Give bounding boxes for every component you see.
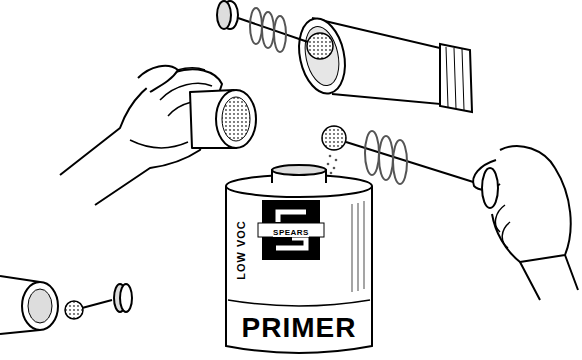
hand-fingers — [495, 205, 510, 248]
swirl — [393, 140, 407, 184]
product-name: PRIMER — [242, 314, 357, 342]
dauber-cap — [120, 284, 132, 312]
hand-palm — [492, 146, 571, 262]
primer-can — [226, 165, 372, 353]
brand-name: SPEARS — [273, 229, 309, 237]
pipe-opening — [22, 282, 58, 330]
fitting-opening — [216, 90, 256, 148]
drip — [327, 163, 330, 166]
hand-thumb — [138, 66, 178, 92]
spears-logo — [258, 200, 324, 260]
pipe-opening — [293, 14, 352, 97]
product-name-holder: PRIMER — [242, 314, 357, 342]
logo-band — [258, 223, 324, 237]
hand-crease — [130, 140, 188, 148]
dauber-cap — [482, 168, 498, 208]
dauber-ball — [307, 33, 333, 59]
top-pipe — [217, 1, 472, 112]
dauber-cap-side — [217, 1, 231, 29]
can-text: LOW VOC — [236, 220, 247, 280]
swirl — [365, 131, 379, 175]
pipe-inner — [28, 289, 52, 323]
swirl — [379, 136, 393, 180]
fitting-primed-inside — [222, 97, 250, 141]
pipe-nut — [440, 44, 472, 112]
swirl-marks — [250, 8, 286, 52]
can-body — [226, 186, 372, 353]
swirl-marks — [365, 131, 407, 184]
dauber-ball — [322, 126, 346, 150]
label-band — [228, 300, 370, 306]
drip — [335, 159, 338, 162]
drip — [329, 155, 332, 158]
dauber-ball — [65, 301, 83, 319]
brand-name-holder: SPEARS — [273, 221, 309, 239]
dauber-rod — [346, 142, 486, 186]
swirl — [274, 16, 286, 52]
bottom-pipe — [0, 276, 132, 334]
can-shading — [352, 201, 364, 292]
primer-drips — [327, 155, 338, 175]
dauber-rod — [82, 300, 112, 308]
swirl — [262, 12, 274, 48]
can-opening — [272, 165, 326, 175]
drip — [333, 167, 336, 170]
drip — [330, 172, 333, 175]
can-text-holder: LOW VOC — [231, 220, 249, 280]
swirl — [250, 8, 262, 44]
wrist — [520, 255, 578, 300]
pipe-thread — [446, 47, 464, 110]
pipe-inner — [300, 23, 344, 88]
